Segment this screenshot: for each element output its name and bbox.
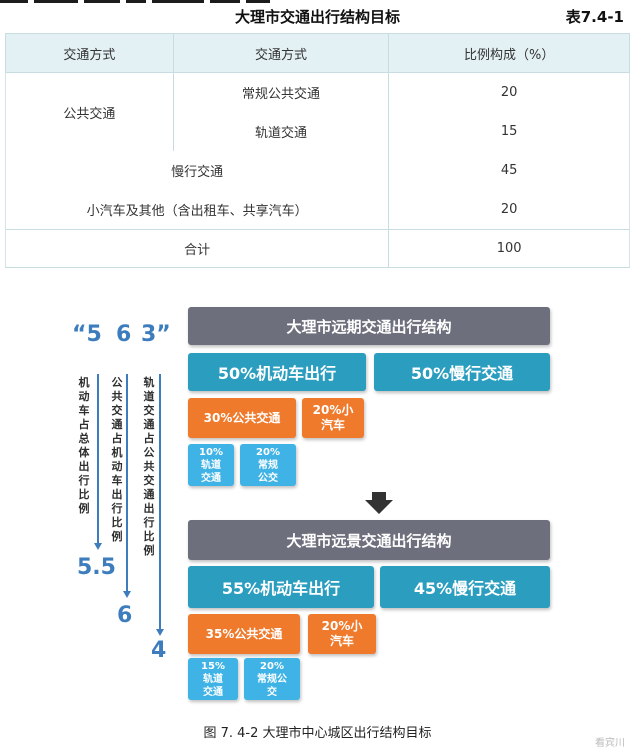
near-slow-box: 50%慢行交通 — [374, 353, 550, 391]
near-car-line2: 汽车 — [320, 418, 345, 432]
header-mode: 交通方式 — [5, 33, 174, 73]
table-number: 表7.4-1 — [565, 8, 624, 26]
rail-value: 15 — [388, 112, 630, 151]
far-bus-line3: 交 — [267, 686, 277, 698]
down-arrow-icon — [365, 492, 393, 514]
near-bus-box: 20% 常规 公交 — [240, 444, 296, 486]
near-car-line1: 20%小 — [312, 403, 354, 417]
bus-cell: 常规公共交通 — [172, 72, 390, 112]
end-number-4: 4 — [151, 638, 167, 663]
slow-value: 45 — [388, 151, 630, 190]
long-term-title: 大理市远景交通出行结构 — [188, 520, 550, 560]
far-motor-box: 55%机动车出行 — [188, 566, 374, 608]
end-number-6: 6 — [117, 603, 133, 628]
near-bus-line3: 公交 — [258, 472, 278, 484]
total-cell: 合计 — [4, 229, 390, 268]
table-row: 公共交通 常规公共交通 20 — [5, 72, 630, 151]
table-row: 小汽车及其他（含出租车、共享汽车） 20 — [4, 190, 630, 230]
near-rail-box: 10% 轨道 交通 — [188, 444, 234, 486]
far-slow-box: 45%慢行交通 — [380, 566, 550, 608]
far-bus-box: 20% 常规公 交 — [244, 658, 300, 700]
quote-number-6: 6 — [116, 322, 132, 347]
header-share: 比例构成（%） — [388, 33, 630, 73]
near-bus-line2: 常规 — [258, 459, 278, 471]
near-rail-line3: 交通 — [201, 472, 221, 484]
arrow-rail — [156, 374, 163, 636]
quote-number-5: “5 — [72, 322, 102, 347]
near-term-title: 大理市远期交通出行结构 — [188, 307, 550, 345]
travel-structure-table: 交通方式 交通方式 比例构成（%） 公共交通 常规公共交通 20 轨道交通 15… — [4, 33, 630, 268]
table-total-row: 合计 100 — [4, 229, 630, 268]
cropped-text-line — [0, 0, 330, 6]
near-rail-line2: 轨道 — [201, 459, 221, 471]
far-car-line2: 汽车 — [329, 634, 354, 648]
quote-number-3: 3” — [141, 322, 171, 347]
watermark: 看宾川 — [595, 738, 625, 749]
car-value: 20 — [388, 190, 630, 230]
slow-cell: 慢行交通 — [4, 151, 390, 190]
table-title: 大理市交通出行结构目标 — [234, 8, 400, 26]
far-rail-box: 15% 轨道 交通 — [188, 658, 238, 700]
near-bus-line1: 20% — [256, 446, 280, 458]
near-public-box: 30%公共交通 — [188, 398, 296, 438]
bus-value: 20 — [388, 72, 630, 112]
vertical-label-rail-share: 轨道交通占公共交通出行比例 — [143, 376, 155, 557]
far-public-box: 35%公共交通 — [188, 614, 300, 654]
far-rail-line3: 交通 — [203, 686, 223, 698]
figure-caption: 图 7. 4-2 大理市中心城区出行结构目标 — [203, 726, 432, 741]
near-motor-box: 50%机动车出行 — [188, 353, 366, 391]
header-mode-detail: 交通方式 — [172, 33, 390, 73]
arrow-motor — [94, 374, 101, 550]
near-car-box: 20%小 汽车 — [302, 398, 364, 438]
far-car-line1: 20%小 — [321, 619, 363, 633]
far-rail-line2: 轨道 — [203, 673, 223, 685]
end-number-5-5: 5.5 — [77, 555, 116, 580]
table-header-row: 交通方式 交通方式 比例构成（%） — [5, 33, 630, 73]
far-car-box: 20%小 汽车 — [308, 614, 376, 654]
near-rail-line1: 10% — [199, 446, 223, 458]
table-row: 轨道交通 15 — [6, 112, 630, 151]
vertical-label-public-share: 公共交通占机动车出行比例 — [111, 376, 123, 543]
public-transit-cell: 公共交通 — [5, 72, 174, 151]
total-value: 100 — [388, 229, 630, 268]
arrow-public — [123, 374, 130, 598]
far-bus-line2: 常规公 — [257, 673, 287, 685]
far-bus-line1: 20% — [260, 660, 284, 672]
car-cell: 小汽车及其他（含出租车、共享汽车） — [4, 190, 390, 230]
table-row: 慢行交通 45 — [4, 151, 630, 190]
vertical-label-motor-share: 机动车占总体出行比例 — [78, 376, 90, 515]
far-rail-line1: 15% — [201, 660, 225, 672]
rail-cell: 轨道交通 — [172, 112, 390, 151]
